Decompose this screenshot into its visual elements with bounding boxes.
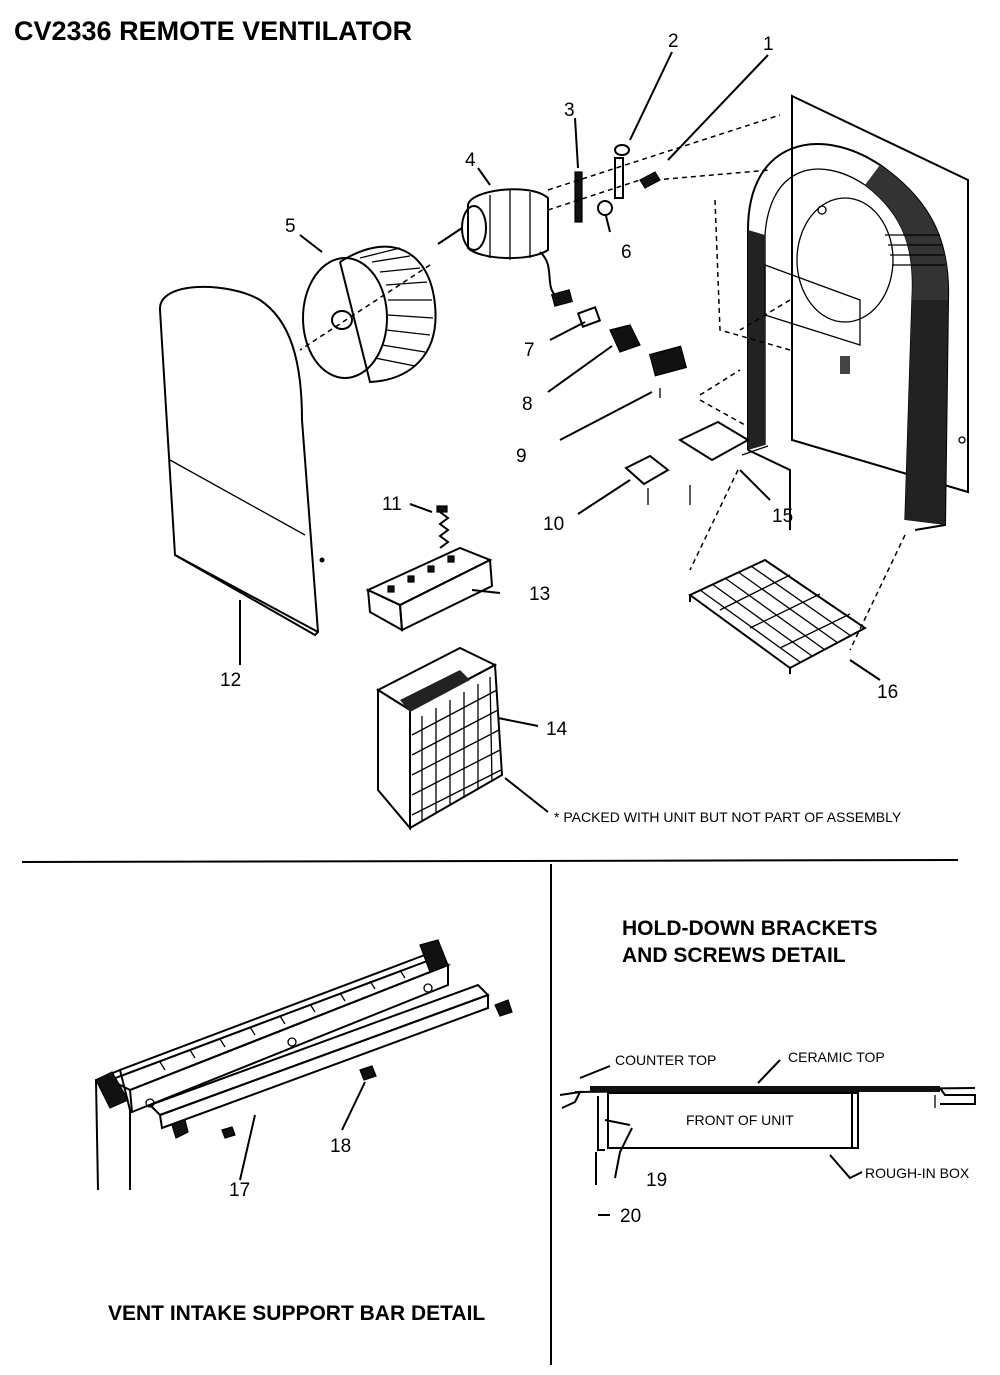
filter-tray bbox=[365, 505, 494, 632]
callout-18: 18 bbox=[330, 1136, 351, 1157]
part-numbers: 1 2 3 4 5 6 7 8 9 10 11 12 13 14 15 16 bbox=[220, 31, 898, 740]
callout-17: 17 bbox=[229, 1180, 250, 1201]
packed-note: * PACKED WITH UNIT BUT NOT PART OF ASSEM… bbox=[554, 809, 902, 825]
assembly-lines bbox=[299, 114, 906, 651]
filter bbox=[375, 646, 504, 831]
callout-leaders bbox=[239, 51, 881, 813]
bracket-detail-drawing bbox=[559, 1059, 976, 1216]
callout-13: 13 bbox=[529, 584, 550, 605]
front-of-unit-label: FRONT OF UNIT bbox=[686, 1112, 794, 1128]
hardware-pieces bbox=[574, 144, 769, 505]
callout-7: 7 bbox=[524, 340, 535, 361]
callout-3: 3 bbox=[564, 100, 575, 121]
blower-wheel bbox=[302, 245, 437, 384]
diagram-title: CV2336 REMOTE VENTILATOR bbox=[14, 16, 412, 46]
cover-panel bbox=[158, 285, 325, 637]
callout-9: 9 bbox=[516, 446, 527, 467]
motor-assembly bbox=[437, 188, 573, 307]
callout-15: 15 bbox=[772, 506, 793, 527]
callout-16: 16 bbox=[877, 682, 898, 703]
callout-2: 2 bbox=[668, 31, 679, 52]
vent-detail-drawing bbox=[94, 939, 513, 1191]
callout-14: 14 bbox=[546, 719, 568, 740]
callout-10: 10 bbox=[543, 514, 564, 535]
callout-5: 5 bbox=[285, 216, 296, 237]
bracket-heading-line1: HOLD-DOWN BRACKETS bbox=[622, 917, 877, 940]
horizontal-divider bbox=[21, 859, 959, 863]
bracket-heading-line2: AND SCREWS DETAIL bbox=[622, 944, 846, 967]
rough-in-box-label: ROUGH-IN BOX bbox=[865, 1165, 970, 1181]
callout-11: 11 bbox=[382, 494, 402, 515]
callout-6: 6 bbox=[621, 242, 632, 263]
callout-20: 20 bbox=[620, 1206, 641, 1227]
callout-19: 19 bbox=[646, 1170, 667, 1191]
ventilator-housing bbox=[747, 94, 969, 531]
ceramic-top-label: CERAMIC TOP bbox=[788, 1049, 885, 1065]
callout-8: 8 bbox=[522, 394, 533, 415]
callout-12: 12 bbox=[220, 670, 241, 691]
callout-1: 1 bbox=[763, 34, 774, 55]
counter-top-label: COUNTER TOP bbox=[615, 1052, 716, 1068]
grille bbox=[688, 558, 867, 674]
vent-detail-caption: VENT INTAKE SUPPORT BAR DETAIL bbox=[108, 1302, 485, 1325]
callout-4: 4 bbox=[465, 150, 476, 171]
